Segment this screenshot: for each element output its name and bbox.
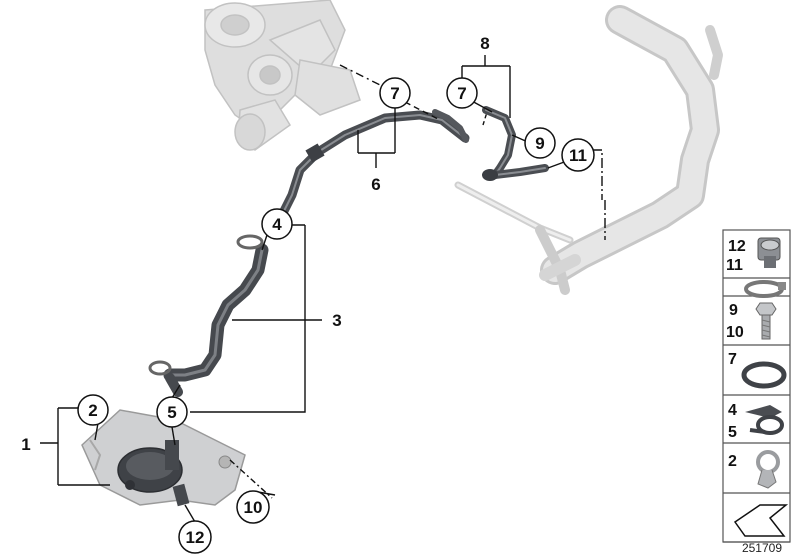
callout-3: 3 [332, 311, 341, 330]
hose-assembly-6 [277, 109, 470, 220]
panel-row-2: 2 [728, 450, 780, 489]
panel-row-12: 12 [728, 237, 781, 268]
callout-7b: 7 [446, 77, 478, 109]
panel-row-4-5: 4 5 [728, 402, 784, 441]
callout-6: 6 [371, 175, 380, 194]
hose-3 [148, 234, 269, 397]
direction-arrow-icon [733, 504, 789, 537]
callout-7a: 7 [379, 77, 411, 109]
callout-10: 10 [236, 490, 270, 524]
hose-clamp-icon [744, 280, 786, 298]
panel-row-11: 11 [726, 257, 786, 298]
panel-row-7: 7 [728, 351, 787, 389]
callout-8: 8 [480, 34, 489, 53]
svg-text:7: 7 [457, 84, 466, 103]
callout-4: 4 [261, 208, 293, 240]
svg-text:11: 11 [726, 257, 743, 274]
bolt-icon [755, 302, 777, 340]
electric-water-pump-1 [81, 409, 246, 507]
svg-text:12: 12 [186, 528, 205, 547]
svg-text:7: 7 [390, 84, 399, 103]
o-ring-icon [741, 361, 787, 389]
svg-text:10: 10 [244, 498, 263, 517]
svg-text:3: 3 [332, 311, 341, 330]
callout-2: 2 [77, 394, 109, 426]
hose-holder-icon [745, 405, 784, 435]
svg-text:1: 1 [21, 435, 30, 454]
callout-1: 1 [21, 435, 30, 454]
svg-text:11: 11 [569, 146, 587, 165]
svg-text:4: 4 [272, 215, 282, 234]
svg-text:2: 2 [88, 401, 97, 420]
svg-text:5: 5 [728, 424, 737, 441]
callout-11: 11 [561, 138, 595, 172]
callout-5: 5 [156, 396, 188, 428]
svg-text:9: 9 [535, 134, 544, 153]
svg-text:12: 12 [728, 238, 746, 255]
svg-text:6: 6 [371, 175, 380, 194]
svg-text:9: 9 [729, 302, 738, 319]
svg-text:7: 7 [728, 351, 737, 368]
panel-row-9-10: 9 10 [726, 302, 777, 341]
svg-text:10: 10 [726, 324, 744, 341]
reference-number: 251709 [742, 541, 782, 555]
svg-text:4: 4 [728, 402, 737, 419]
connector-icon [757, 237, 781, 268]
svg-text:8: 8 [480, 34, 489, 53]
callout-12: 12 [178, 520, 212, 554]
panel-row-arrow [733, 504, 789, 537]
coolant-pipe-ghost [454, 5, 723, 295]
cable-clip-icon [756, 450, 780, 489]
callout-9: 9 [524, 127, 556, 159]
svg-text:2: 2 [728, 453, 737, 470]
turbocharger-ghost [204, 0, 361, 151]
hose-assembly-8 [482, 106, 549, 181]
svg-text:5: 5 [167, 403, 176, 422]
